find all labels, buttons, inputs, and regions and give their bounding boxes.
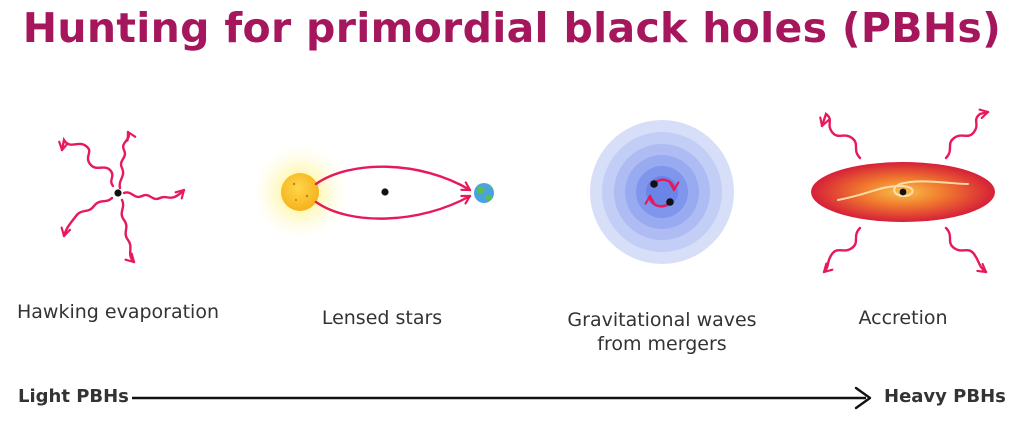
heavy-pbhs-label: Heavy PBHs	[884, 386, 1006, 407]
lensed-stars-label: Lensed stars	[321, 307, 443, 329]
black-hole-dot	[114, 189, 122, 197]
lens-black-hole-dot	[381, 188, 389, 196]
accretion-icon	[811, 108, 995, 274]
mass-axis-arrow	[132, 386, 872, 410]
sun-icon	[281, 173, 319, 211]
gravitational-waves-icon	[590, 120, 734, 264]
accreting-black-hole-dot	[899, 188, 907, 196]
page-title: Hunting for primordial black holes (PBHs…	[22, 4, 1002, 52]
black-hole-dot-1	[650, 180, 658, 188]
accretion-label: Accretion	[858, 307, 948, 329]
earth-icon	[474, 183, 494, 203]
lensed-stars-icon	[248, 140, 494, 244]
light-pbhs-label: Light PBHs	[18, 386, 129, 407]
hawking-evaporation-icon	[58, 130, 186, 264]
black-hole-dot-2	[666, 198, 674, 206]
hawking-evaporation-label: Hawking evaporation	[16, 301, 220, 323]
gravitational-waves-label: Gravitational waves from mergers	[567, 309, 757, 355]
